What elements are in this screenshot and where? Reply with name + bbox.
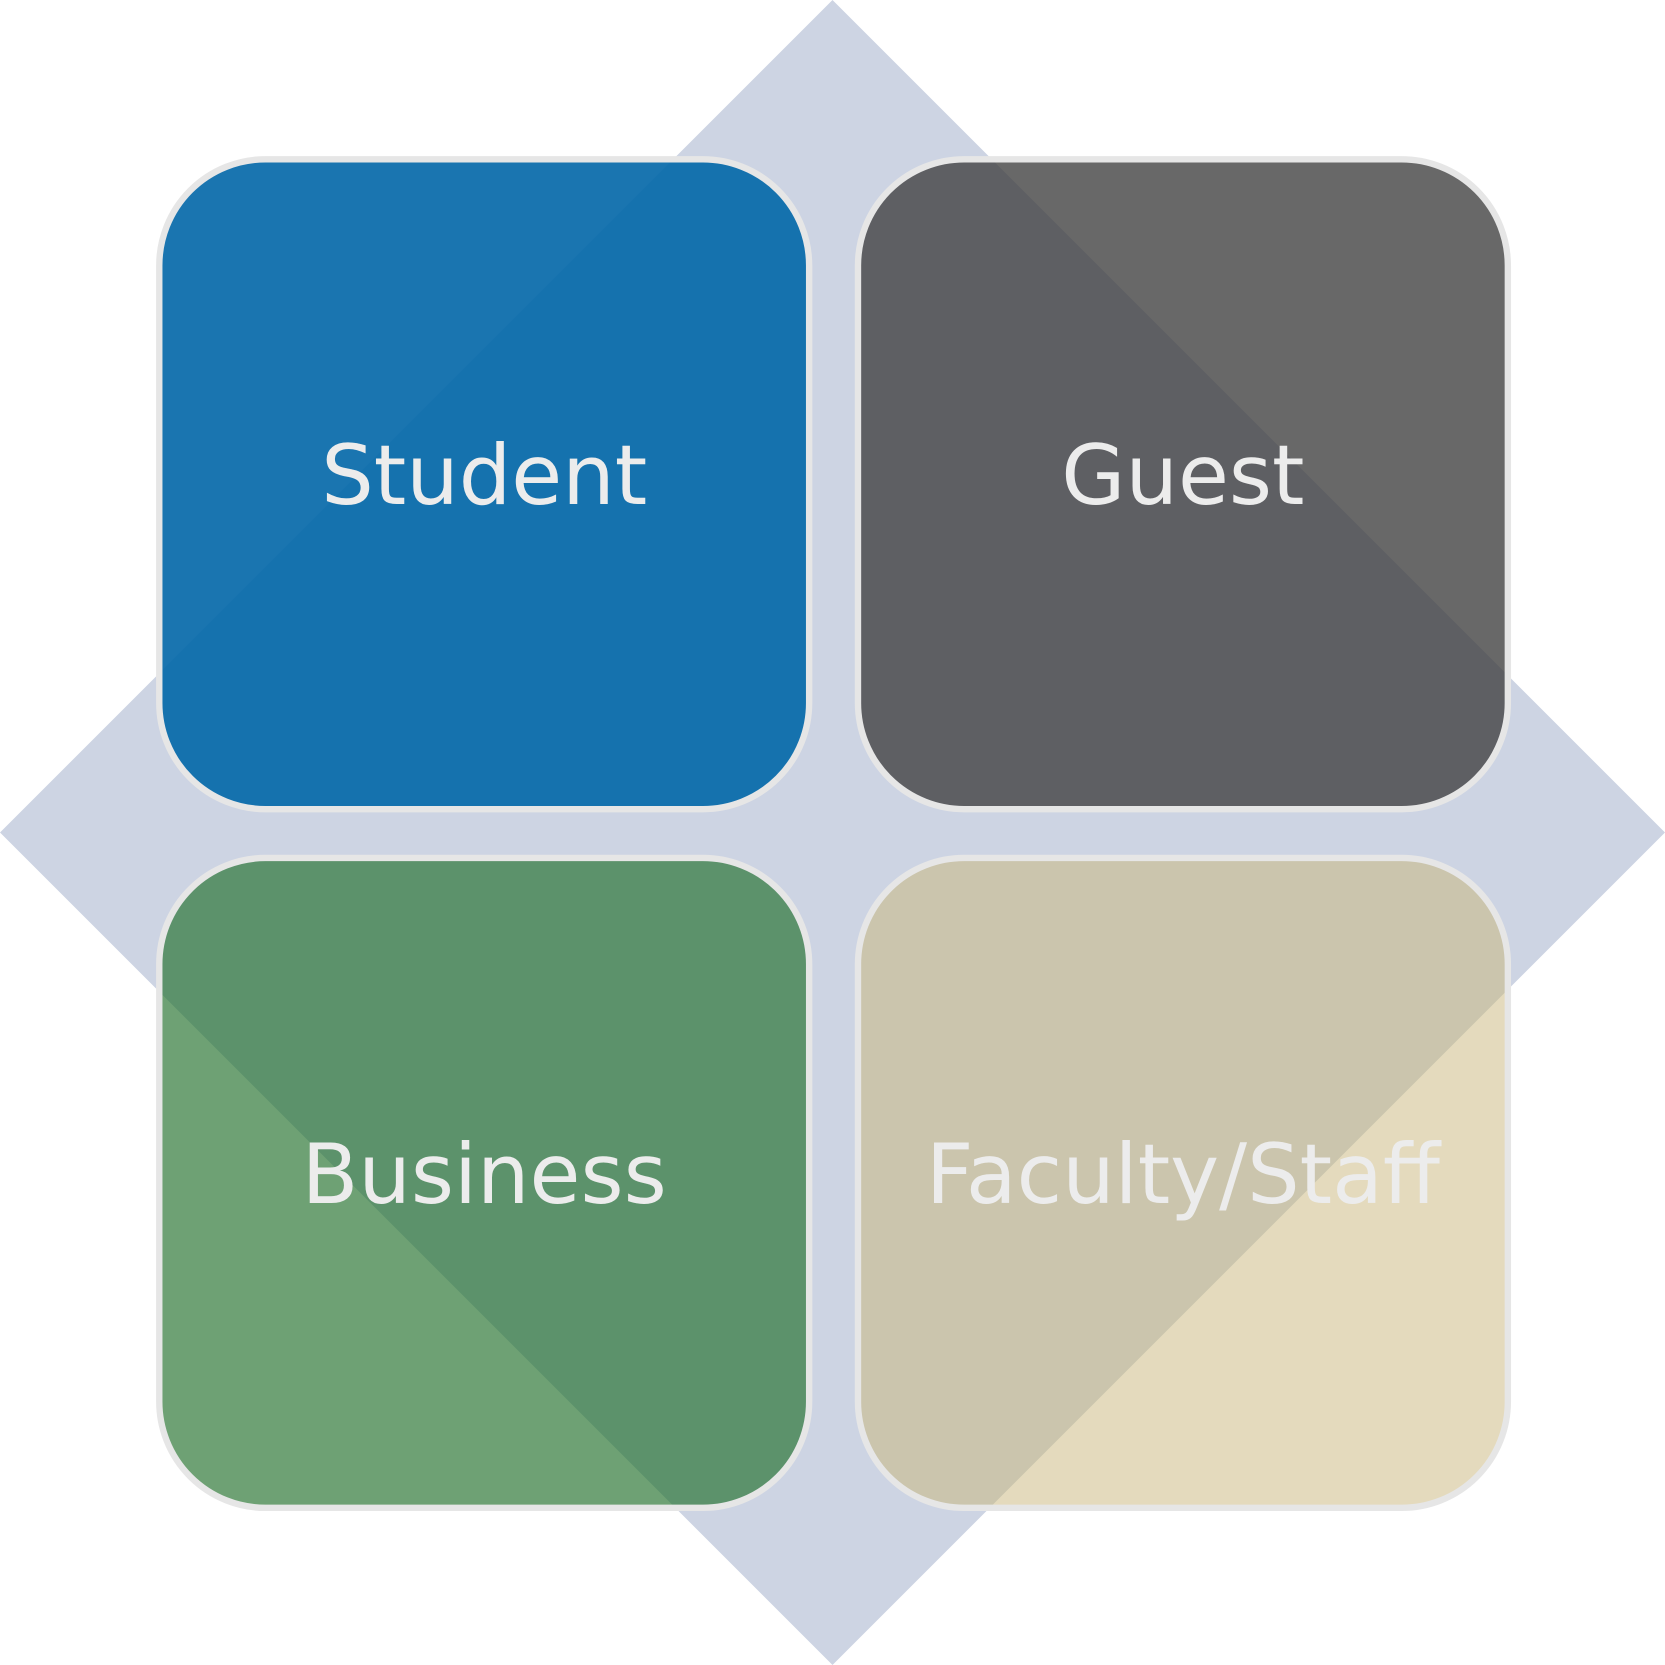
quadrant-label: Guest	[1061, 427, 1304, 524]
quadrant-border	[854, 156, 1512, 813]
quadrant-border	[156, 156, 813, 813]
quadrant-label: Faculty/Staff	[926, 1126, 1442, 1223]
quadrant-border	[156, 854, 813, 1512]
quadrant-label: Student	[321, 427, 647, 524]
quadrant-border	[854, 854, 1512, 1512]
quadrant-label: Business	[302, 1126, 667, 1223]
